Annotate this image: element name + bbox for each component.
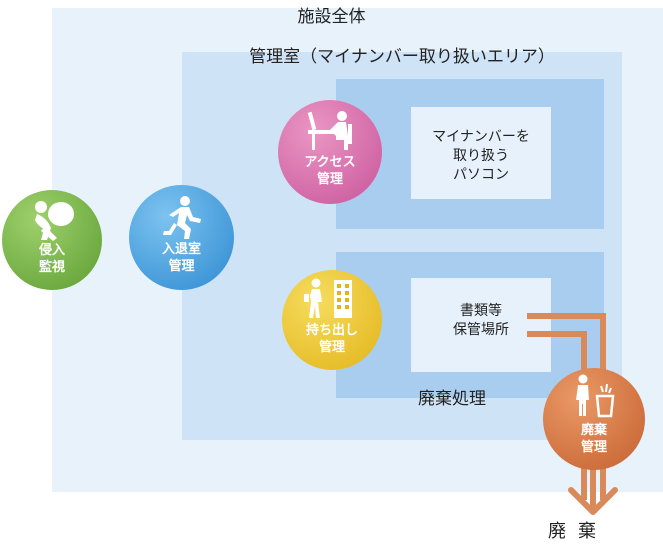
person-at-desk-icon (307, 111, 352, 150)
carry-line2: 管理 (318, 340, 345, 355)
carry-out-management-circle: 持ち出し 管理 (282, 270, 382, 370)
documents-label-line2: 保管場所 (453, 322, 509, 338)
disposal-line2: 管理 (580, 440, 607, 455)
entry-exit-management-circle: 入退室 管理 (129, 185, 234, 290)
pc-box (411, 107, 551, 199)
access-management-circle: アクセス 管理 (278, 100, 382, 204)
intrusion-line2: 監視 (38, 260, 65, 275)
pc-label-line3: パソコン (453, 167, 509, 183)
facility-title: 施設全体 (297, 7, 366, 27)
person-leaving-building-icon (304, 278, 352, 318)
intrusion-monitoring-circle: 侵入 監視 (2, 190, 102, 290)
carry-line1: 持ち出し (305, 323, 358, 338)
documents-label: 書類等 保管場所 (411, 302, 551, 340)
documents-label-line1: 書類等 (460, 303, 502, 319)
disposal-management-circle: 廃棄 管理 (543, 368, 645, 470)
running-person-icon (163, 196, 201, 239)
entry-line1: 入退室 (161, 242, 201, 257)
access-line2: 管理 (316, 172, 343, 187)
pc-label: マイナンバーを 取り扱う パソコン (411, 128, 551, 185)
disposal-line1: 廃棄 (580, 423, 607, 438)
pc-label-line2: 取り扱う (453, 148, 509, 164)
entry-line2: 管理 (168, 259, 195, 274)
disposal-area-title: 廃棄処理 (418, 389, 486, 409)
burglar-icon (35, 201, 74, 241)
access-line1: アクセス (304, 155, 356, 170)
intrusion-line1: 侵入 (38, 243, 65, 258)
documents-storage-box (411, 278, 551, 372)
pc-label-line1: マイナンバーを (432, 129, 530, 145)
person-trash-icon (576, 374, 615, 418)
disposal-output-label: 廃棄 (548, 521, 608, 542)
room-title: 管理室（マイナンバー取り扱いエリア） (249, 47, 555, 67)
